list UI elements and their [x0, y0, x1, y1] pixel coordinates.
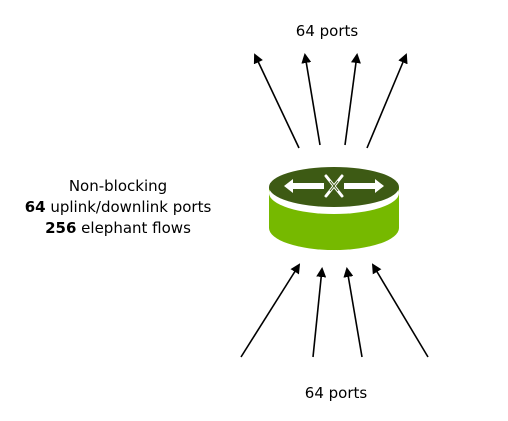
outgoing-arrow — [301, 53, 321, 146]
flow-text: elephant flows — [76, 219, 191, 237]
network-switch-icon — [269, 167, 399, 250]
description-line-1: Non-blocking — [68, 177, 168, 195]
description-block: Non-blocking 64 uplink/downlink ports 25… — [0, 176, 236, 239]
incoming-arrow — [240, 263, 301, 358]
bottom-ports-label: 64 ports — [304, 384, 368, 402]
incoming-arrows — [240, 263, 429, 358]
uplink-text: uplink/downlink ports — [45, 198, 212, 216]
uplink-count: 64 — [24, 198, 46, 216]
outgoing-arrow — [366, 53, 408, 149]
top-ports-label: 64 ports — [295, 22, 359, 40]
description-line-3: 256 elephant flows — [0, 218, 236, 239]
outgoing-arrows — [253, 53, 408, 149]
incoming-arrow — [312, 267, 327, 358]
description-line-2: 64 uplink/downlink ports — [0, 197, 236, 218]
incoming-arrow — [371, 263, 429, 358]
outgoing-arrow — [344, 53, 361, 146]
incoming-arrow — [343, 267, 363, 358]
flow-count: 256 — [45, 219, 77, 237]
outgoing-arrow — [253, 53, 300, 149]
